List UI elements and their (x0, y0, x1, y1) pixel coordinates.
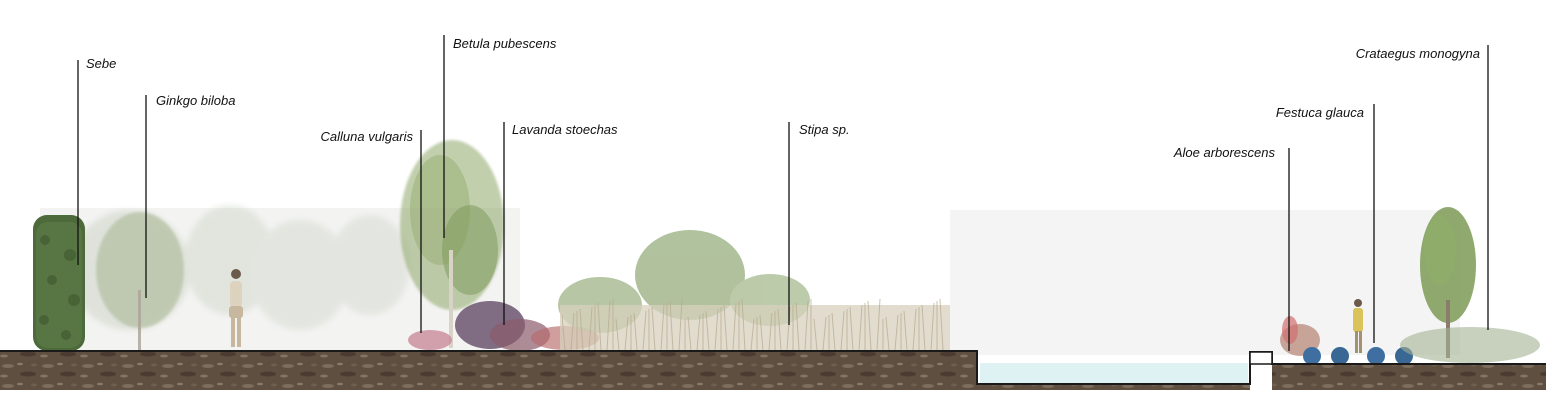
stipa-strand (561, 314, 566, 351)
stipa-strand (831, 312, 836, 351)
label-lavanda: Lavanda stoechas (512, 122, 618, 137)
stipa-strand (723, 304, 728, 351)
stipa-strand (804, 300, 809, 351)
stipa-strand (606, 300, 611, 351)
label-calluna: Calluna vulgaris (321, 129, 414, 144)
grasses-festuca (1303, 347, 1413, 365)
stipa-strand (885, 316, 890, 351)
stipa-strand (732, 302, 737, 351)
stipa-strand (876, 298, 881, 351)
water-basin (980, 363, 1248, 384)
stipa-strand (867, 300, 872, 351)
tree-betula (400, 140, 504, 348)
stipa-strand (687, 316, 692, 351)
stipa-strand (588, 306, 593, 351)
stipa-strand (894, 314, 899, 351)
stipa-strand (669, 300, 674, 351)
tree-crataegus (1400, 207, 1540, 363)
stipa-strand (624, 316, 629, 351)
stipa-strand (651, 306, 656, 351)
stipa-strand (795, 302, 800, 351)
stipa-strand (750, 318, 755, 351)
stipa-strand (678, 298, 683, 351)
stipa-strand (633, 312, 638, 351)
stipa-strand (741, 298, 746, 351)
background-haze-right (950, 210, 1460, 355)
stipa-strand (696, 314, 701, 351)
stipa-strand (642, 310, 647, 351)
label-crataegus: Crataegus monogyna (1356, 46, 1480, 61)
stipa-strand (858, 304, 863, 351)
stipa-strand (813, 318, 818, 351)
stipa-strand (714, 308, 719, 351)
stipa-strand (849, 306, 854, 351)
hedge-sebe (33, 215, 85, 351)
stipa-strand (777, 308, 782, 351)
leader-lines (77, 35, 1489, 351)
label-festuca: Festuca glauca (1276, 105, 1364, 120)
stipa-strand (930, 302, 935, 351)
label-stipa: Stipa sp. (799, 122, 850, 137)
grasses-stipa (560, 298, 950, 351)
stipa-strand (759, 314, 764, 351)
stipa-strand (615, 318, 620, 351)
person-silhouette-left (229, 269, 243, 347)
stipa-strand (660, 304, 665, 351)
stipa-strand (939, 298, 944, 351)
stipa-strand (840, 310, 845, 351)
person-silhouette-right (1353, 299, 1363, 353)
stipa-strand (570, 312, 575, 351)
stipa-strand (912, 308, 917, 351)
label-sebe: Sebe (86, 56, 116, 71)
stipa-strand (768, 312, 773, 351)
label-ginkgo: Ginkgo biloba (156, 93, 236, 108)
stipa-strand (579, 308, 584, 351)
stipa-strand (921, 304, 926, 351)
stipa-strand (822, 316, 827, 351)
label-betula: Betula pubescens (453, 36, 557, 51)
stipa-strand (597, 302, 602, 351)
stipa-strand (903, 310, 908, 351)
soil-section (0, 352, 1546, 390)
stipa-strand (705, 310, 710, 351)
label-aloe: Aloe arborescens (1173, 145, 1276, 160)
pond-edge-curb (1249, 351, 1273, 365)
tree-ginkgo (96, 212, 184, 350)
